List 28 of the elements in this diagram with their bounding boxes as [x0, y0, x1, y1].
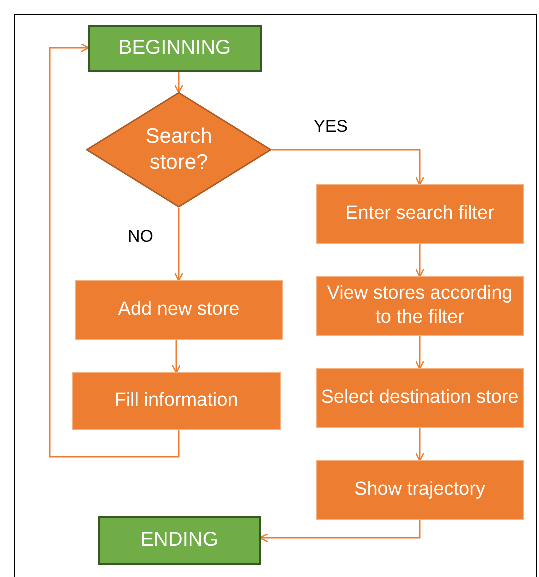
- node-text: Fill information: [114, 389, 238, 413]
- node-text: Select destination store: [321, 386, 519, 410]
- arrow: [415, 336, 425, 370]
- process-box: [316, 460, 524, 520]
- node-text: Show trajectory: [354, 478, 486, 502]
- arrow: [415, 428, 425, 462]
- process-box: [316, 368, 524, 428]
- process-box: [316, 184, 524, 244]
- process-box: [72, 372, 281, 430]
- arrow: [49, 43, 180, 458]
- arrow: [174, 208, 184, 282]
- node-text: BEGINNING: [118, 36, 232, 61]
- node-text: Add new store: [118, 298, 240, 322]
- edge-label: YES: [312, 118, 350, 135]
- node-text: Search store?: [144, 124, 214, 176]
- node-text: Enter search filter: [346, 202, 494, 226]
- process-box: [316, 276, 524, 336]
- arrow: [174, 72, 184, 94]
- arrow: [172, 340, 182, 374]
- arrow: [259, 520, 421, 543]
- process-box: [75, 280, 283, 340]
- edge-label: NO: [126, 228, 156, 245]
- terminal-box: [98, 516, 261, 565]
- node-text: ENDING: [140, 528, 218, 553]
- arrow: [272, 149, 425, 186]
- terminal-box: [88, 25, 262, 72]
- arrow: [415, 244, 425, 278]
- node-text: View stores according to the filter: [326, 282, 514, 330]
